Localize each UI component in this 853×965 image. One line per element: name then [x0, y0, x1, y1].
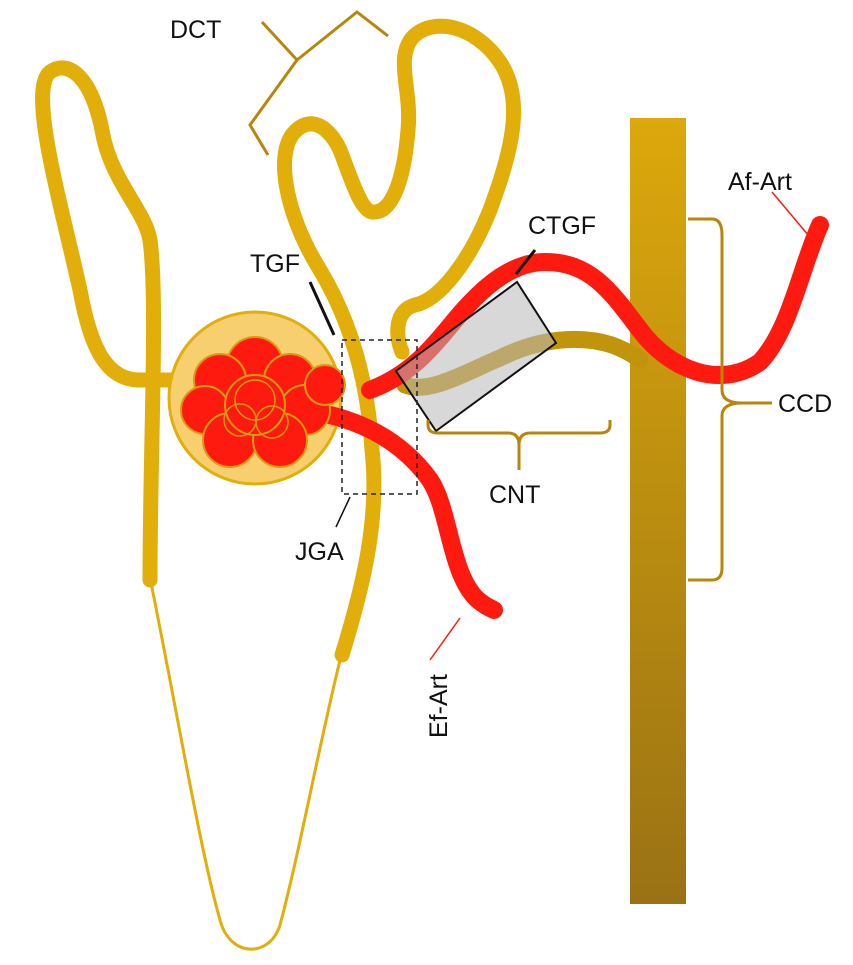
jga-callout-line: [336, 497, 350, 527]
label-tgf: TGF: [250, 250, 300, 278]
ccd-bracket: [688, 219, 772, 580]
loop-of-henle-thin: [150, 578, 342, 949]
label-jga: JGA: [295, 538, 344, 566]
label-ef-art: Ef-Art: [425, 674, 453, 738]
label-ccd: CCD: [778, 390, 832, 418]
label-af-art: Af-Art: [728, 168, 792, 196]
collecting-duct: [630, 118, 686, 904]
af-art-callout-line: [772, 192, 809, 236]
label-ctgf: CTGF: [528, 212, 596, 240]
proximal-tubule: [43, 68, 180, 580]
cnt-bracket: [428, 420, 610, 470]
label-cnt: CNT: [489, 481, 540, 509]
ef-art-callout-line: [430, 618, 460, 660]
label-dct: DCT: [170, 16, 221, 44]
